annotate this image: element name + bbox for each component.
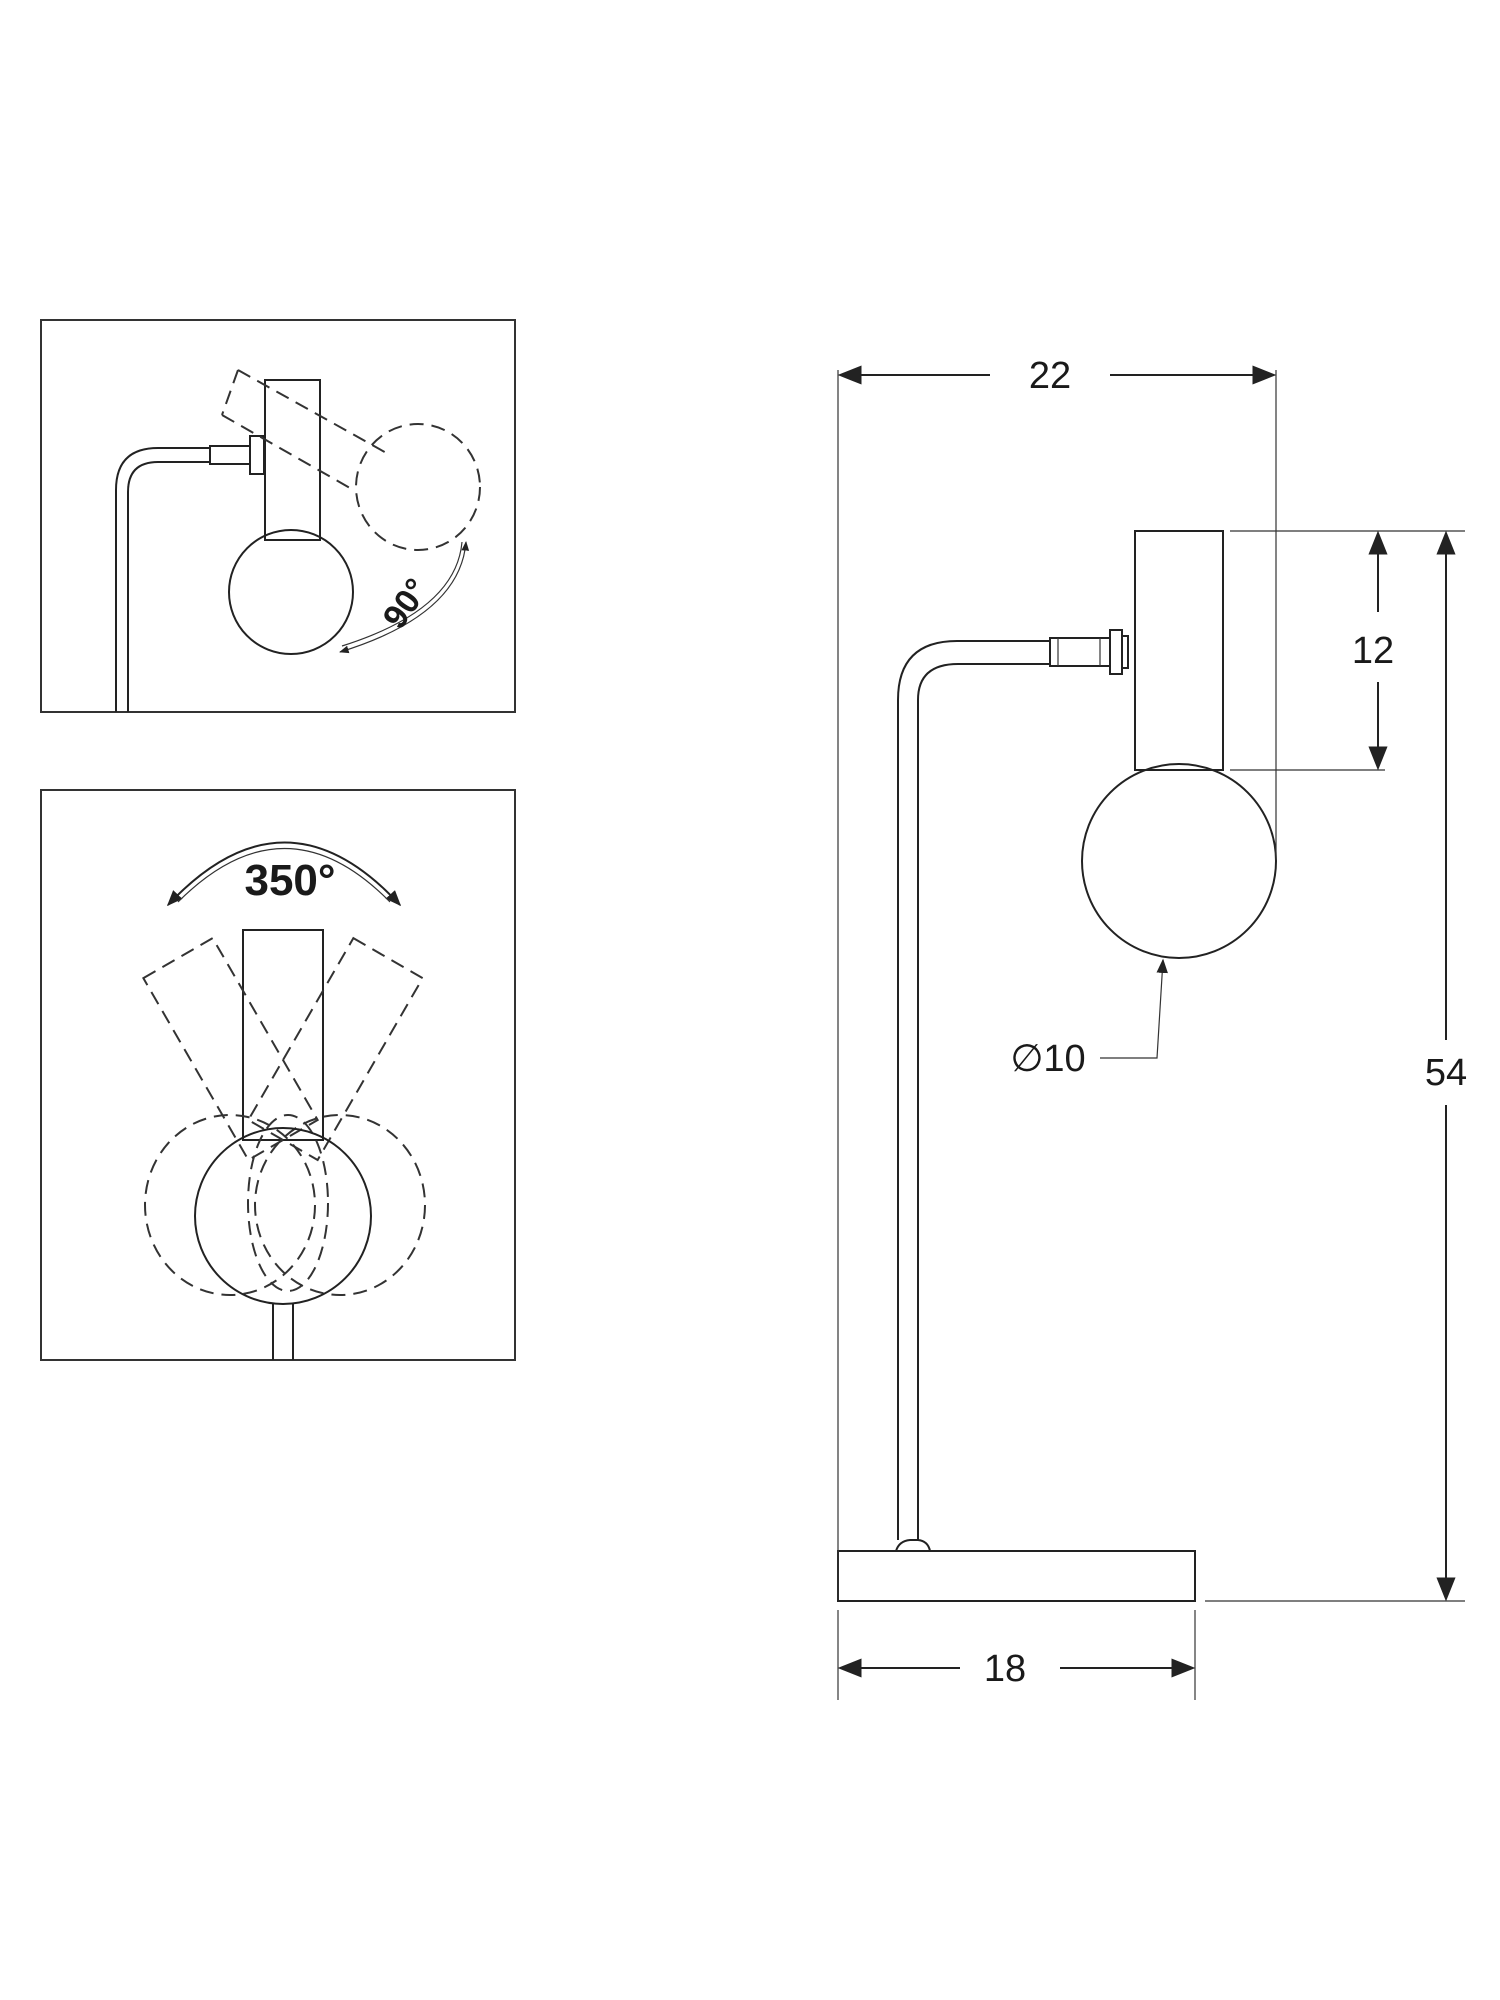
swivel-panel-frame (40, 789, 516, 1361)
tilt-arm-inner (127, 461, 210, 712)
swivel-detail-panel: 350° (40, 789, 516, 1361)
swivel-globe-left-rotated (144, 1114, 316, 1296)
overall-width-label: 22 (1029, 355, 1071, 397)
height-label: 54 (1425, 1052, 1467, 1094)
tilt-arm (115, 447, 210, 712)
globe-diameter-label: ∅10 (1010, 1038, 1085, 1080)
swivel-globe-right-rotated (254, 1114, 426, 1296)
swivel-rotation-arrow (166, 841, 402, 907)
lamp-arm-inner (917, 663, 1050, 1540)
lamp-globe (1081, 763, 1277, 959)
lamp-base (837, 1550, 1196, 1602)
lamp-side-view (837, 530, 1277, 1602)
swivel-globe (194, 1127, 372, 1305)
tilt-shade (264, 379, 321, 541)
lamp-connector (1049, 637, 1111, 667)
swivel-shade-right-rotated (246, 936, 425, 1162)
shade-height-label: 12 (1352, 630, 1394, 672)
base-width-label: 18 (984, 1648, 1026, 1690)
swivel-angle-label: 350° (244, 856, 335, 905)
lamp-base-collar (895, 1539, 931, 1552)
tilt-shade-rotated (221, 369, 391, 489)
lamp-arm-outer (897, 640, 1050, 1540)
globe-diameter-leader (1100, 958, 1168, 1059)
swivel-globe-center-inner (247, 1114, 329, 1292)
tilt-rotation-arrow (339, 541, 470, 654)
lamp-knob (1109, 629, 1123, 675)
lamp-shade (1134, 530, 1224, 771)
dimension-lines: 22 18 12 54 ∅10 (837, 355, 1467, 1700)
tilt-detail-panel: 90° (40, 319, 516, 713)
